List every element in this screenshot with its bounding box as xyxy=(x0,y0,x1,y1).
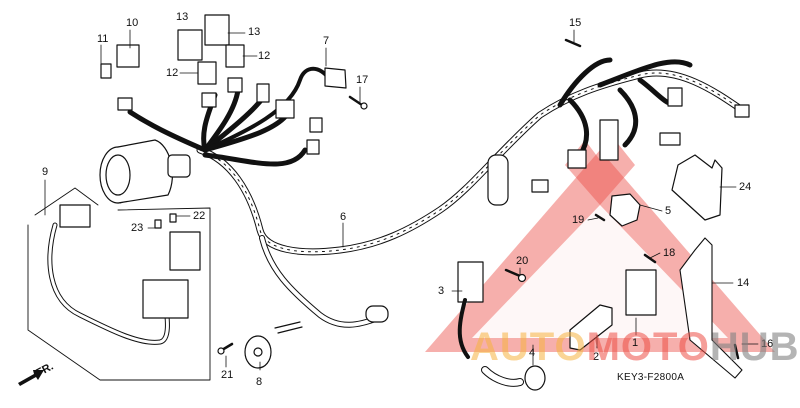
callout-5: 5 xyxy=(665,205,672,217)
watermark-logo: AUTOMOTOHUB xyxy=(470,327,800,367)
filter-cylinder xyxy=(487,154,509,206)
control-units xyxy=(531,38,750,379)
callout-22: 22 xyxy=(193,210,206,222)
callout-3: 3 xyxy=(438,285,445,297)
callout-9: 9 xyxy=(42,166,49,178)
watermark-auto: AUTO xyxy=(470,325,587,369)
callout-14: 14 xyxy=(737,277,750,289)
meter-socket xyxy=(99,139,191,204)
relays xyxy=(100,14,368,155)
callout-12b: 12 xyxy=(166,67,179,79)
diagram-code: KEY3-F2800A xyxy=(617,372,685,383)
callout-12a: 12 xyxy=(258,50,271,62)
fuse-box-assembly xyxy=(27,187,211,381)
front-arrow-icon xyxy=(18,370,44,386)
callout-7: 7 xyxy=(323,35,330,47)
watermark-hub: HUB xyxy=(709,325,800,369)
callout-13b: 13 xyxy=(248,26,261,38)
callout-15: 15 xyxy=(569,17,582,29)
callout-10: 10 xyxy=(126,17,139,29)
leader-lines xyxy=(44,29,759,371)
callout-4: 4 xyxy=(529,347,536,359)
watermark-moto: MOTO xyxy=(586,325,710,369)
callout-1: 1 xyxy=(632,337,639,349)
capacitor xyxy=(365,305,389,323)
callout-13a: 13 xyxy=(176,11,189,23)
callout-17: 17 xyxy=(356,74,369,86)
callout-8: 8 xyxy=(256,376,263,388)
callout-20: 20 xyxy=(516,255,529,267)
callout-19: 19 xyxy=(572,214,585,226)
horn xyxy=(217,321,303,369)
callout-11: 11 xyxy=(97,33,109,45)
callout-2: 2 xyxy=(593,351,600,363)
callout-23: 23 xyxy=(131,222,144,234)
callout-6: 6 xyxy=(340,211,347,223)
callout-16: 16 xyxy=(761,338,774,350)
callout-24: 24 xyxy=(739,181,752,193)
ignition-coil xyxy=(457,261,546,391)
callout-21: 21 xyxy=(221,369,234,381)
callout-18: 18 xyxy=(663,247,676,259)
